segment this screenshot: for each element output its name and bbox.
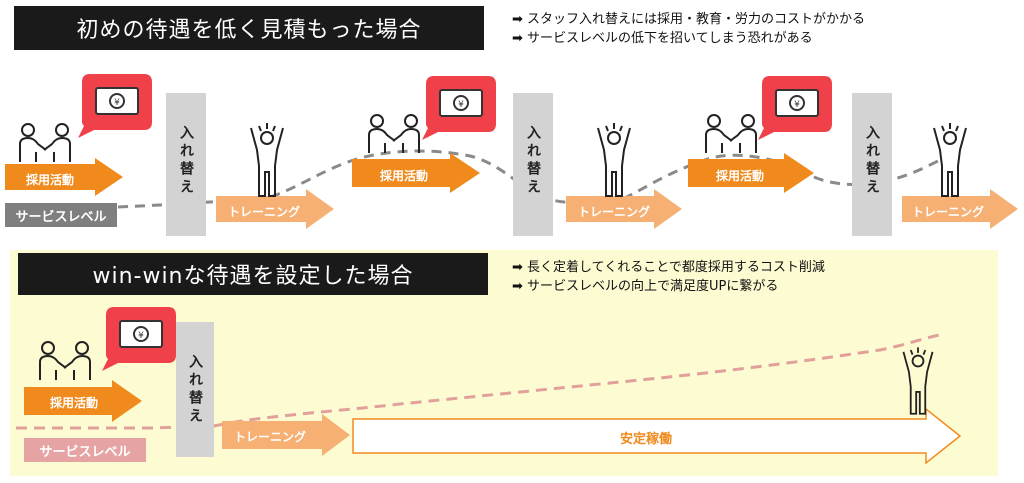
- bottom-training-arrow: [222, 414, 350, 456]
- bottom-service-level-line: [16, 332, 946, 430]
- swap-label: 入れ替え: [525, 125, 541, 197]
- top-training-label-1: トレーニング: [228, 205, 301, 219]
- bottom-recruit-arrow: [24, 380, 142, 422]
- top-recruit-label-2: 採用活動: [380, 169, 429, 183]
- handshake-icon: [39, 341, 91, 380]
- yen-banknote-icon: ¥: [758, 76, 832, 140]
- top-training-label-2: トレーニング: [578, 205, 651, 219]
- top-recruit-arrow-3: [688, 153, 814, 193]
- svg-text:¥: ¥: [114, 98, 120, 108]
- swap-label: 入れ替え: [864, 125, 880, 197]
- bottom-diagram: [16, 332, 946, 430]
- top-swap-pillar-3: 入れ替え: [852, 93, 892, 236]
- cheering-person-icon: [250, 123, 284, 197]
- top-recruit-label-1: 採用活動: [26, 173, 75, 187]
- yen-banknote-icon: ¥: [422, 76, 496, 140]
- svg-text:¥: ¥: [458, 100, 464, 110]
- cheering-person-icon: [902, 347, 934, 415]
- bottom-note-2: ➡ サービスレベルの向上で満足度UPに繋がる: [512, 279, 779, 294]
- top-swap-pillar-1: 入れ替え: [166, 93, 206, 236]
- swap-label: 入れ替え: [178, 125, 194, 197]
- top-note-2: ➡ サービスレベルの低下を招いてしまう恐れがある: [512, 31, 813, 46]
- bottom-title: win-winな待遇を設定した場合: [18, 253, 488, 295]
- bottom-service-level-label: サービスレベル: [24, 438, 146, 462]
- svg-text:¥: ¥: [138, 331, 144, 341]
- cheering-person-icon: [933, 123, 967, 197]
- bottom-note-1: ➡ 長く定着してくれることで都度採用するコスト削減: [512, 260, 825, 275]
- top-recruit-label-3: 採用活動: [716, 169, 765, 183]
- top-recruit-arrow-2: [352, 153, 480, 193]
- handshake-icon: [368, 114, 420, 153]
- top-training-arrow-2: [566, 189, 682, 229]
- top-service-level-label: サービスレベル: [5, 203, 117, 227]
- bottom-recruit-label: 採用活動: [50, 396, 99, 410]
- yen-banknote-icon: ¥: [102, 307, 176, 371]
- bottom-swap-pillar: 入れ替え: [176, 322, 214, 457]
- top-swap-pillar-2: 入れ替え: [513, 93, 553, 236]
- top-training-label-3: トレーニング: [912, 205, 985, 219]
- top-recruit-arrow-1: [5, 158, 123, 196]
- top-notes: ➡ スタッフ入れ替えには採用・教育・労力のコストがかかる ➡ サービスレベルの低…: [512, 10, 865, 48]
- handshake-icon: [19, 123, 71, 162]
- swap-label: 入れ替え: [187, 354, 203, 426]
- cheering-person-icon: [597, 123, 631, 197]
- top-note-1: ➡ スタッフ入れ替えには採用・教育・労力のコストがかかる: [512, 12, 866, 27]
- top-training-arrow-1: [216, 189, 334, 229]
- top-training-arrow-3: [902, 189, 1018, 229]
- stable-operation-label: 安定稼働: [620, 432, 673, 447]
- yen-banknote-icon: ¥: [78, 74, 152, 138]
- top-title: 初めの待遇を低く見積もった場合: [14, 6, 484, 50]
- handshake-icon: [705, 114, 757, 153]
- svg-text:¥: ¥: [794, 100, 800, 110]
- stable-operation-arrow: [352, 407, 962, 465]
- bottom-training-label: トレーニング: [234, 430, 307, 444]
- bottom-notes: ➡ 長く定着してくれることで都度採用するコスト削減 ➡ サービスレベルの向上で満…: [512, 258, 825, 296]
